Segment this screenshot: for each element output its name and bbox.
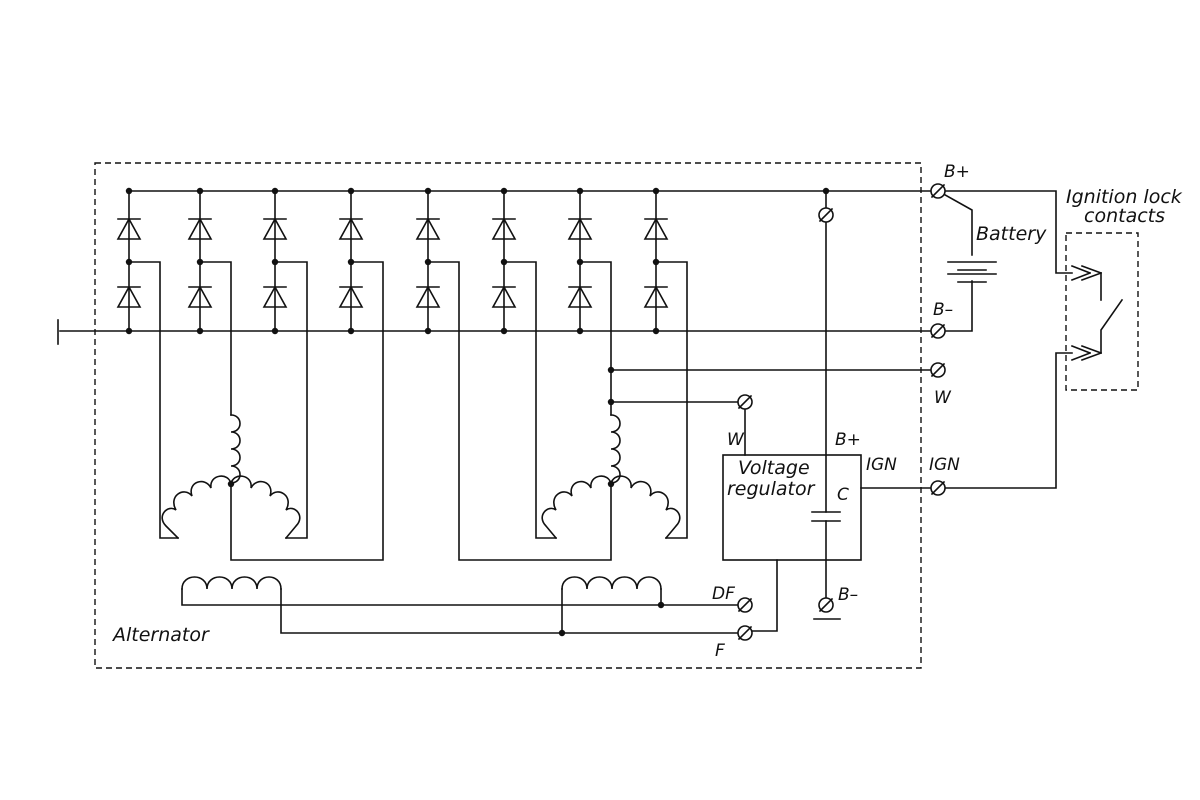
diode-icon <box>262 285 288 308</box>
junction-dots <box>125 187 830 637</box>
coil-icon <box>541 475 612 540</box>
df-terminal-label: DF <box>712 584 735 604</box>
diode-icon <box>415 285 441 308</box>
diode-icon <box>567 217 593 240</box>
w-regulator-label: W <box>727 430 745 450</box>
b-minus-ground-label: B– <box>838 585 858 605</box>
battery-label: Battery <box>976 223 1047 245</box>
terminal-b-plus-icon <box>930 183 946 199</box>
voltage-regulator-label-2: regulator <box>727 478 816 500</box>
coil-icon <box>561 576 662 590</box>
diode-icon <box>415 217 441 240</box>
diode-icon <box>338 285 364 308</box>
diode-icon <box>567 285 593 308</box>
diode-icon <box>643 217 669 240</box>
coil-icon <box>230 475 301 540</box>
ign-regulator-label: IGN <box>866 455 897 475</box>
diode-icon <box>643 285 669 308</box>
ignition-lock-label-1: Ignition lock <box>1066 186 1183 208</box>
coil-icon <box>610 475 681 540</box>
diode-icon <box>338 217 364 240</box>
diode-icon <box>187 285 213 308</box>
c-capacitor-label: C <box>837 485 849 505</box>
voltage-regulator-label-1: Voltage <box>738 457 810 479</box>
text-labels: Alternator Voltage regulator Battery Ign… <box>111 162 1183 661</box>
ignition-lock-label-2: contacts <box>1084 205 1165 227</box>
terminal-reg-bplus-icon <box>818 207 834 223</box>
stator-coils <box>161 414 681 590</box>
w-right-label: W <box>934 388 952 408</box>
alternator-housing <box>94 162 922 669</box>
terminal-w-icon <box>930 362 946 378</box>
b-plus-top-label: B+ <box>944 162 970 182</box>
f-terminal-label: F <box>715 641 725 661</box>
diode-icon <box>187 217 213 240</box>
coil-icon <box>181 576 282 590</box>
terminal-b-minus-icon <box>930 323 946 339</box>
rectifier-diodes <box>116 217 669 308</box>
ignition-lock-housing <box>1065 232 1139 391</box>
b-minus-right-label: B– <box>933 300 953 320</box>
terminal-f-icon <box>737 625 753 641</box>
terminal-ign-icon <box>930 480 946 496</box>
diode-icon <box>491 285 517 308</box>
diode-icon <box>262 217 288 240</box>
terminal-reg-w-icon <box>737 394 753 410</box>
ign-right-label: IGN <box>929 455 960 475</box>
diode-icon <box>491 217 517 240</box>
coil-icon <box>161 475 232 540</box>
terminals <box>737 183 946 641</box>
terminal-df-icon <box>737 597 753 613</box>
terminal-ground-icon <box>818 597 834 613</box>
wiring <box>57 189 1124 634</box>
coil-icon <box>610 414 621 484</box>
b-plus-regulator-label: B+ <box>835 430 861 450</box>
alternator-label: Alternator <box>111 624 210 646</box>
diode-icon <box>116 285 142 308</box>
coil-icon <box>230 414 241 484</box>
diode-icon <box>116 217 142 240</box>
